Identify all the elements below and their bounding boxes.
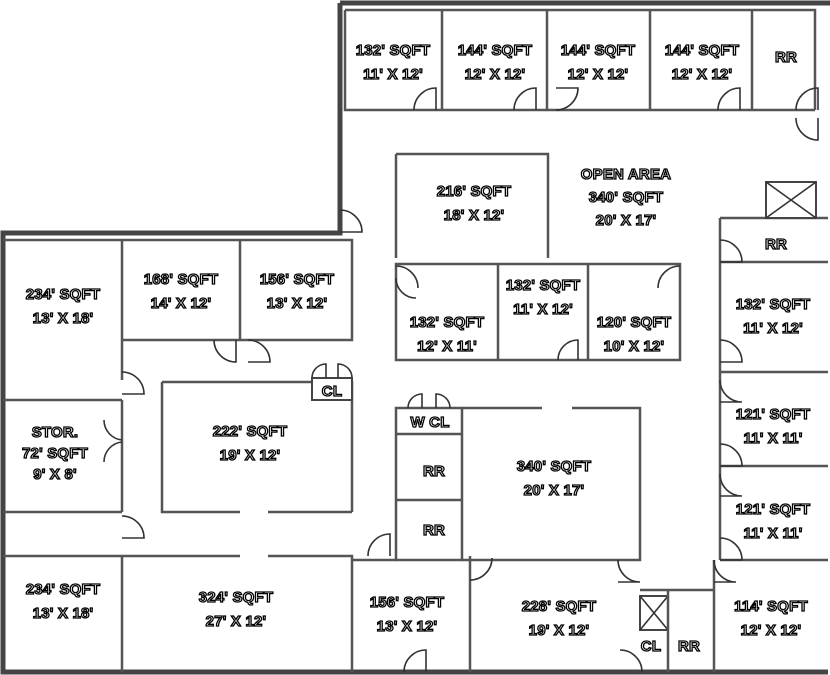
room-216 (394, 152, 550, 258)
room-label-cl-mid: CL (322, 383, 342, 400)
top-offices (343, 8, 817, 112)
left-upper-rooms (3, 238, 354, 514)
room-label-rr-mid1: RR (423, 463, 445, 480)
room-label-cl-bot: CL (641, 638, 661, 655)
closet-middle (311, 377, 353, 401)
room-label-wcl: W CL (410, 414, 449, 431)
room-340 (462, 406, 642, 562)
doors (103, 87, 819, 673)
bottom-rooms (3, 554, 716, 672)
room-label-rr-right: RR (765, 236, 787, 253)
room-label-rr-bot: RR (678, 638, 700, 655)
room-label-rr-top: RR (775, 49, 797, 66)
room-label-rr-mid2: RR (423, 522, 445, 539)
mid-offices (394, 262, 682, 362)
